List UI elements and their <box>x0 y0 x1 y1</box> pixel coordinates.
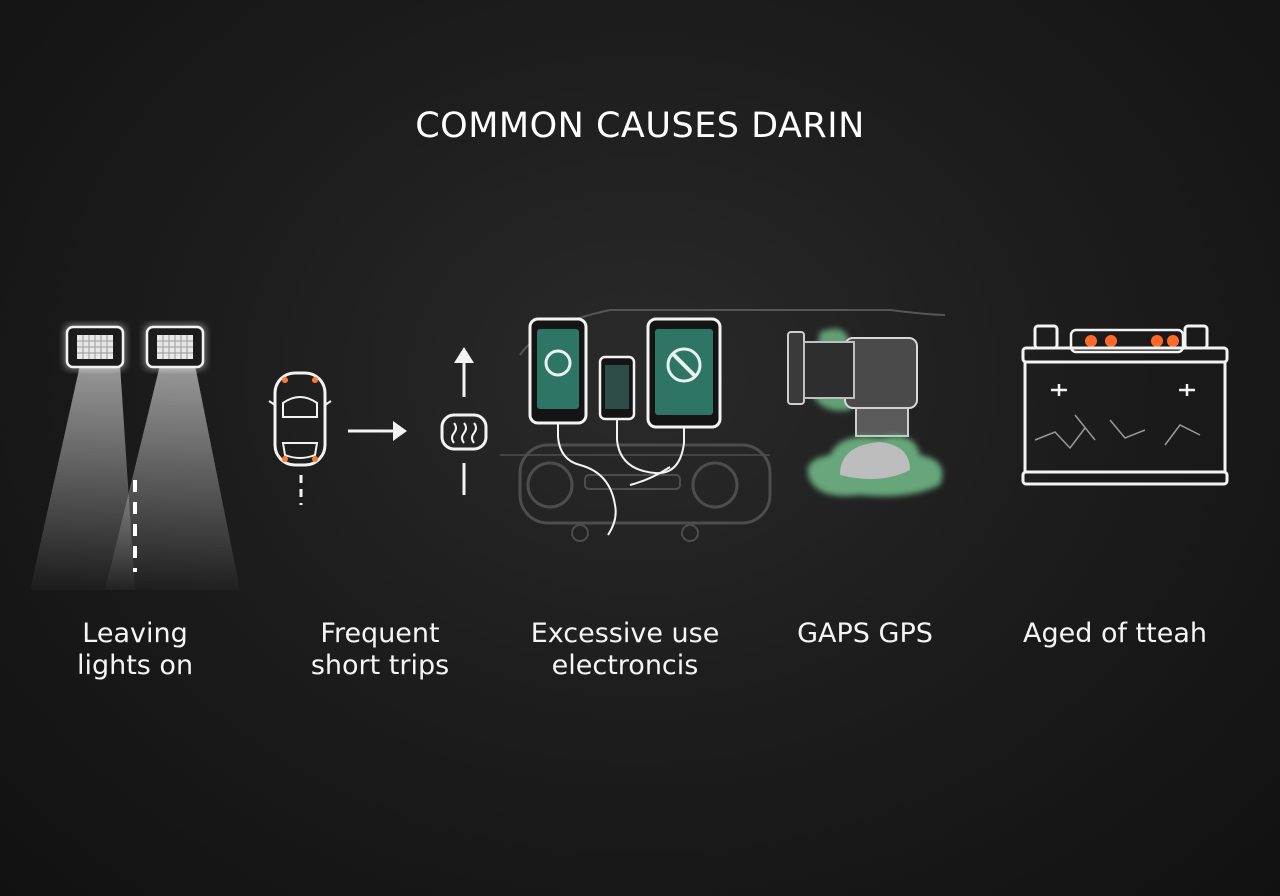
cracked-battery-icon <box>1021 324 1229 486</box>
cause-label-gps: GAPS GPS <box>797 618 933 649</box>
devices-charging-icon <box>500 309 946 542</box>
diagram-title: COMMON CAUSES DARIN <box>415 106 865 146</box>
car-short-trip-icon <box>268 347 488 505</box>
cause-label-electronics: Excessive use electroncis <box>530 618 720 681</box>
cause-label-short-trips: Frequent short trips <box>310 618 450 681</box>
corroded-terminal-icon <box>787 328 943 497</box>
cause-label-aged: Aged of tteah <box>1023 618 1207 649</box>
cause-label-lights: Leaving lights on <box>76 618 194 681</box>
headlights-icon <box>30 325 240 590</box>
